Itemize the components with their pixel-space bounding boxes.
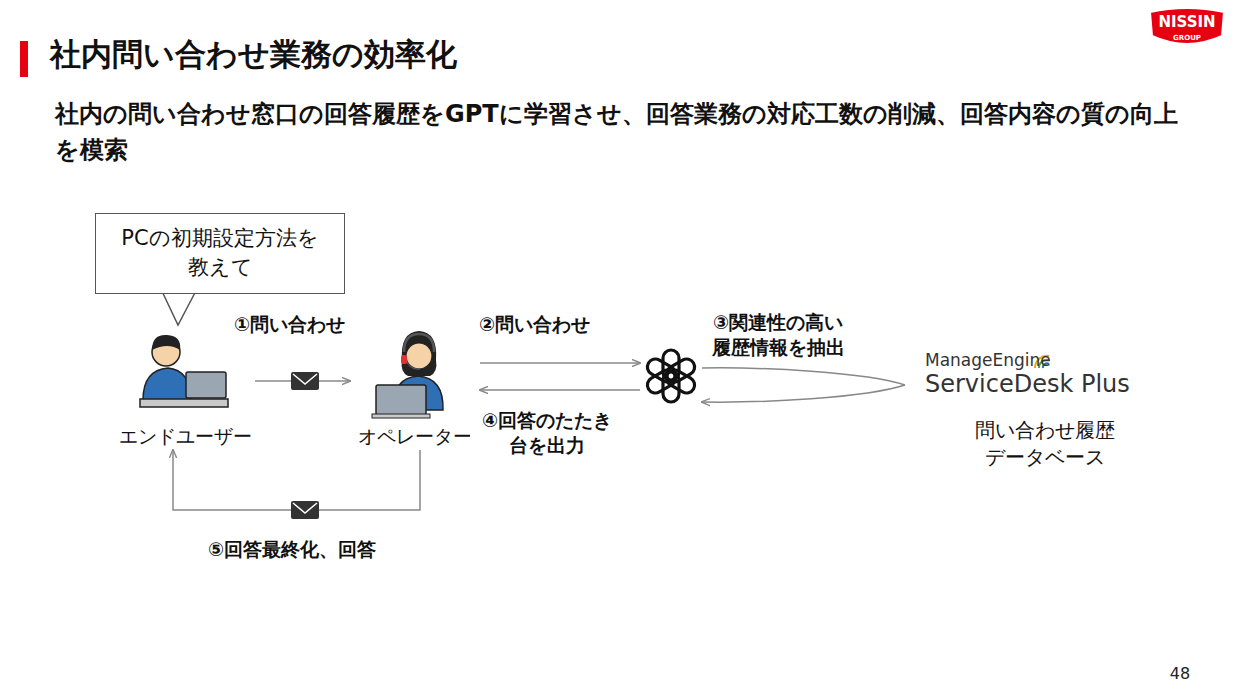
operator: オペレーター bbox=[350, 325, 480, 450]
edge-label: ⑤回答最終化、回答 bbox=[205, 536, 379, 563]
envelope-icon bbox=[291, 501, 319, 519]
end-user: エンドユーザー bbox=[115, 330, 255, 450]
subtitle: 社内の問い合わせ窓口の回答履歴をGPTに学習させ、回答業務の対応工数の削減、回答… bbox=[55, 96, 1185, 168]
gpt-logo-shape bbox=[640, 345, 702, 407]
node-text: ManageEngine bbox=[925, 350, 1155, 370]
gpt-logo bbox=[640, 345, 702, 407]
edge-label: ④回答のたたき 台を出力 bbox=[470, 407, 624, 458]
connector-arrow bbox=[702, 368, 905, 402]
speech-bubble: PCの初期設定方法を教えて bbox=[95, 213, 345, 294]
node-text: オペレーター bbox=[358, 424, 472, 450]
connector-arrow bbox=[480, 389, 640, 391]
connector-arrow bbox=[480, 362, 640, 364]
node-text: エンドユーザー bbox=[119, 424, 252, 450]
operator-figure bbox=[372, 331, 443, 418]
end-user-figure bbox=[140, 335, 228, 407]
servicedesk-db: ManageEngineServiceDesk Plus 問い合わせ履歴 データベ… bbox=[905, 350, 1155, 471]
edge-label: ①問い合わせ bbox=[231, 311, 348, 338]
envelope-icon bbox=[291, 372, 319, 390]
node-text: 問い合わせ履歴 データベース bbox=[970, 417, 1120, 471]
node-text: ServiceDesk Plus bbox=[925, 370, 1155, 399]
page-number: 48 bbox=[1160, 664, 1200, 683]
title-bar bbox=[20, 41, 28, 77]
node-text: PCの初期設定方法を教えて bbox=[118, 224, 323, 283]
logo-subtext: GROUP bbox=[1160, 34, 1214, 42]
edge-label: ③関連性の高い 履歴情報を抽出 bbox=[700, 309, 856, 360]
logo-text: NISSIN bbox=[1152, 13, 1222, 31]
edge-label: ②問い合わせ bbox=[476, 311, 593, 338]
slide-title: 社内問い合わせ業務の効率化 bbox=[50, 34, 457, 76]
logo-badge bbox=[1150, 8, 1224, 44]
